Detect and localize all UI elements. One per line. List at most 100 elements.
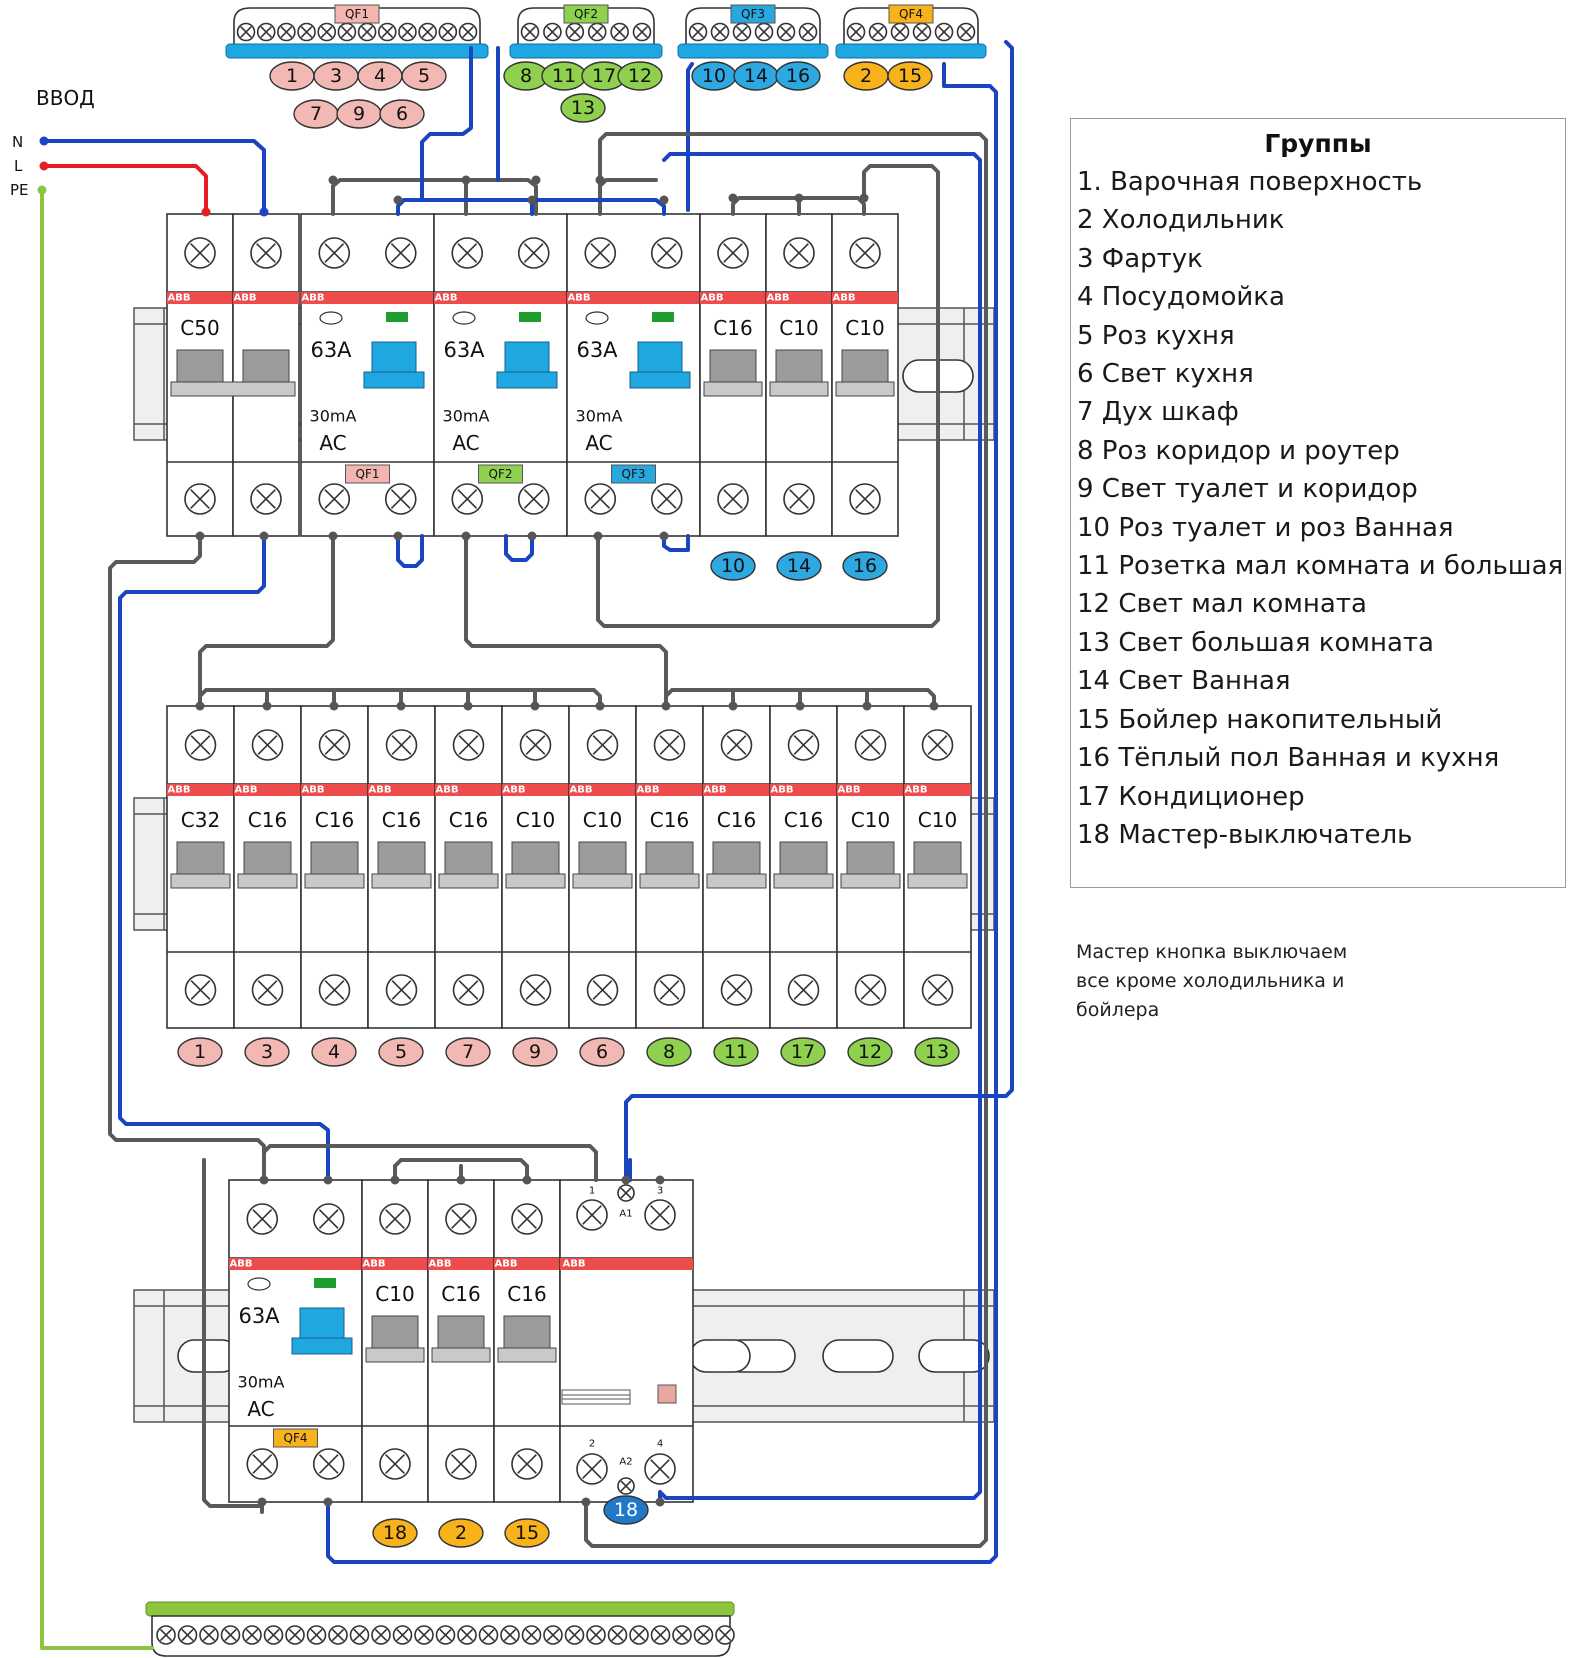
screw-terminal — [584, 483, 617, 515]
screw-slot — [590, 243, 611, 263]
screw-slot — [318, 1454, 339, 1474]
rcd-type: AC — [319, 431, 346, 455]
brand-label: ABB — [563, 1259, 586, 1270]
badge-number: 4 — [374, 65, 386, 87]
rcd-type: AC — [247, 1397, 274, 1421]
legend-item: 10 Роз туалет и роз Ванная — [1077, 512, 1454, 543]
screw-terminal — [250, 483, 282, 515]
bus-bar — [509, 43, 663, 59]
screw-slot — [267, 1628, 280, 1642]
screw-slot — [523, 489, 544, 509]
circuit-badge: 14 — [733, 61, 779, 91]
phase-input-wire — [42, 164, 208, 216]
breaker-rating: C10 — [583, 808, 622, 832]
screw-terminal — [177, 1625, 198, 1645]
abb-stripe — [703, 784, 770, 796]
badge-oval — [512, 1037, 558, 1067]
qf4-neutral — [326, 62, 998, 1564]
screw-slot — [190, 980, 211, 1000]
badge-oval — [713, 1037, 759, 1067]
main-to-row3-phase — [108, 534, 266, 1182]
screw-terminal — [246, 1203, 279, 1235]
wire-node — [581, 1497, 591, 1507]
screw-terminal — [868, 22, 888, 42]
badge-number: 2 — [455, 1522, 467, 1544]
screw-slot — [590, 489, 611, 509]
screw-terminal — [263, 1625, 284, 1645]
wire-node — [621, 1175, 631, 1185]
breaker-rating: C50 — [180, 316, 219, 340]
brand-label: ABB — [838, 785, 861, 796]
screw-terminal — [846, 22, 866, 42]
screw-slot — [341, 26, 353, 38]
rcd-type: AC — [452, 431, 479, 455]
contactor-feed — [584, 132, 988, 1548]
screw-slot — [462, 26, 474, 38]
phase-label: L — [14, 157, 23, 175]
terminal-number: 2 — [589, 1439, 595, 1450]
tag-label: QF2 — [574, 7, 598, 21]
phase-jumper — [598, 178, 658, 188]
circuit-badge: 17 — [581, 61, 627, 91]
circuit-badge: 18 — [603, 1495, 649, 1525]
screw-terminal — [236, 22, 256, 42]
brand-label: ABB — [767, 293, 790, 304]
rail-slot — [689, 1339, 751, 1373]
breaker-toggle — [645, 841, 694, 877]
abb-stripe — [301, 784, 368, 796]
screw-terminal — [337, 22, 357, 42]
breaker-toggle-base — [237, 873, 298, 889]
screw-terminal — [776, 22, 796, 42]
screw-terminal — [414, 1625, 434, 1645]
rcd-test-button-base — [363, 371, 425, 389]
screw-terminal — [199, 1625, 219, 1645]
screw-terminal — [318, 729, 351, 761]
screw-terminal — [371, 1625, 391, 1645]
breaker-toggle-base — [907, 873, 968, 889]
screw-terminal — [379, 1203, 411, 1235]
wire-node — [595, 175, 605, 185]
screw-slot — [385, 1454, 405, 1474]
badge-number: 5 — [418, 65, 430, 87]
legend-item: 18 Мастер-выключатель — [1077, 819, 1413, 850]
screw-terminal — [318, 237, 351, 269]
screw-slot — [391, 980, 412, 1000]
screw-terminal — [650, 237, 683, 269]
circuit-badge: 10 — [691, 61, 737, 91]
screw-slot — [324, 735, 345, 755]
screw-slot — [894, 26, 906, 38]
wire-node — [728, 701, 738, 711]
screw-slot — [260, 26, 273, 38]
wire-node — [259, 207, 269, 217]
wire-node — [328, 531, 338, 541]
breaker-rating: C10 — [779, 316, 818, 340]
breaker-toggle-base — [438, 873, 499, 889]
screw-terminal — [445, 1448, 477, 1480]
badge-number: 7 — [462, 1041, 474, 1063]
rcd-test-button — [504, 341, 550, 375]
screw-slot — [697, 1628, 710, 1642]
badge-oval — [560, 93, 606, 123]
screw-slot — [396, 1628, 409, 1642]
circuit-badge: 2 — [843, 61, 889, 91]
circuit-badge: 8 — [646, 1037, 692, 1067]
screw-slot — [439, 1628, 452, 1642]
badge-oval — [244, 1037, 290, 1067]
badge-number: 1 — [286, 65, 298, 87]
screw-terminal — [384, 483, 417, 515]
screw-terminal — [511, 1203, 543, 1235]
screw-slot — [310, 1628, 323, 1642]
breaker-rating: C16 — [382, 808, 421, 832]
screw-terminal — [385, 974, 418, 1006]
screw-slot — [611, 1628, 624, 1642]
neutral-bus-bar: QF3 — [677, 4, 829, 59]
brand-label: ABB — [230, 1259, 253, 1270]
legend-item: 13 Свет большая комната — [1077, 627, 1434, 658]
abb-stripe — [167, 292, 233, 304]
wire-node — [328, 175, 338, 185]
screw-slot — [324, 489, 345, 509]
